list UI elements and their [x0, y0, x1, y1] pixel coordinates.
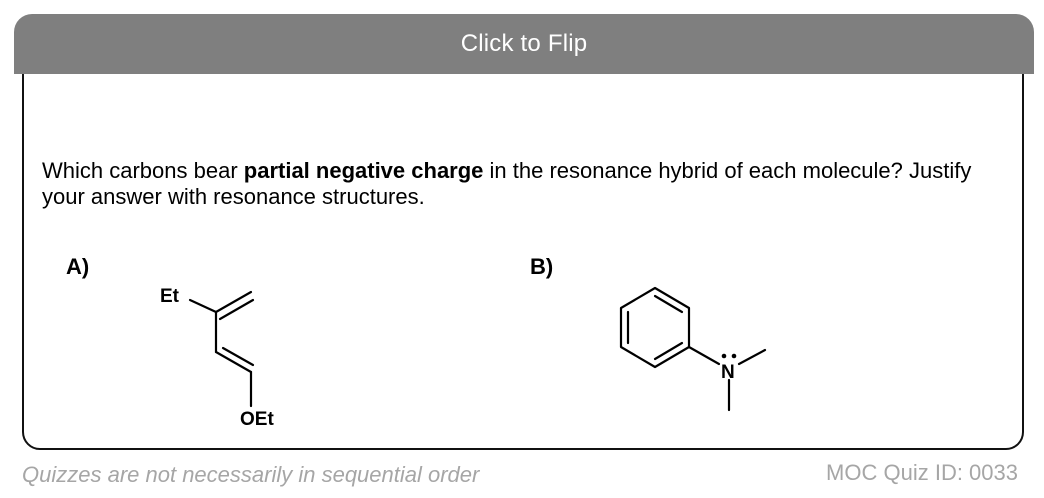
- bond-n-methyl-right: [737, 348, 767, 366]
- substituent-et: Et: [160, 286, 180, 307]
- ring-double-bond-1: [653, 294, 684, 314]
- click-to-flip-button[interactable]: Click to Flip: [14, 14, 1034, 74]
- question-text-end: in the resonance hybrid of each molecule…: [42, 158, 972, 209]
- flip-label: Click to Flip: [460, 30, 588, 57]
- question-text-bold: partial negative charge: [243, 158, 484, 183]
- molecule-a-structure: Et OEt: [160, 286, 274, 430]
- lone-pair-dot-left: [721, 353, 727, 359]
- footer-note: Quizzes are not necessarily in sequentia…: [22, 462, 480, 487]
- benzene-ring: [619, 286, 691, 369]
- bond-c2-c1-double: [218, 298, 255, 321]
- ring-double-bond-2: [653, 341, 684, 361]
- bond-ring-n: [687, 345, 721, 366]
- bond-et-c2: [188, 298, 218, 314]
- question-text: Which carbons bear partial negative char…: [42, 158, 1002, 210]
- bond-c3-c4: [214, 350, 253, 374]
- molecule-b-label: B): [530, 254, 554, 279]
- bond-c2-c1: [214, 290, 253, 314]
- quiz-card: [22, 20, 1024, 450]
- molecule-b-structure: N: [619, 286, 767, 412]
- question-text-start: Which carbons bear: [42, 158, 244, 183]
- molecule-a-label: A): [66, 254, 90, 279]
- substituent-oet: OEt: [240, 409, 274, 430]
- bond-c3-c4-double: [221, 346, 255, 367]
- nitrogen-atom: N: [721, 362, 735, 383]
- quiz-id: MOC Quiz ID: 0033: [826, 460, 1018, 485]
- lone-pair-dot-right: [731, 353, 737, 359]
